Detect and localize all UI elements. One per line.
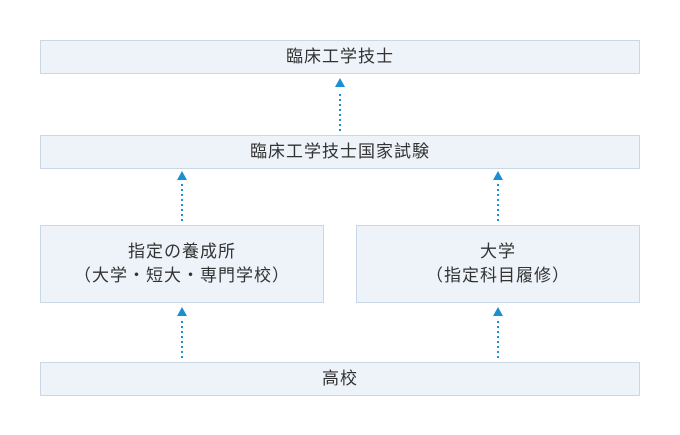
box-university: 大学 （指定科目履修） [356,225,640,303]
box-high-school-label: 高校 [322,369,358,389]
arrow-highschool-to-university [493,307,503,358]
arrow-highschool-to-school [177,307,187,358]
box-national-exam: 臨床工学技士国家試験 [40,135,640,169]
box-designated-school: 指定の養成所 （大学・短大・専門学校） [40,225,324,303]
box-high-school: 高校 [40,362,640,396]
box-designated-school-subtitle: （大学・短大・専門学校） [74,266,290,286]
arrow-school-to-exam [177,171,187,221]
box-university-title: 大学 [480,242,516,262]
box-designated-school-title: 指定の養成所 [128,242,236,262]
box-clinical-engineer-label: 臨床工学技士 [286,47,394,67]
arrow-university-to-exam [493,171,503,221]
box-national-exam-label: 臨床工学技士国家試験 [250,142,430,162]
arrow-exam-to-engineer [335,78,345,131]
box-clinical-engineer: 臨床工学技士 [40,40,640,74]
box-university-subtitle: （指定科目履修） [426,266,570,286]
